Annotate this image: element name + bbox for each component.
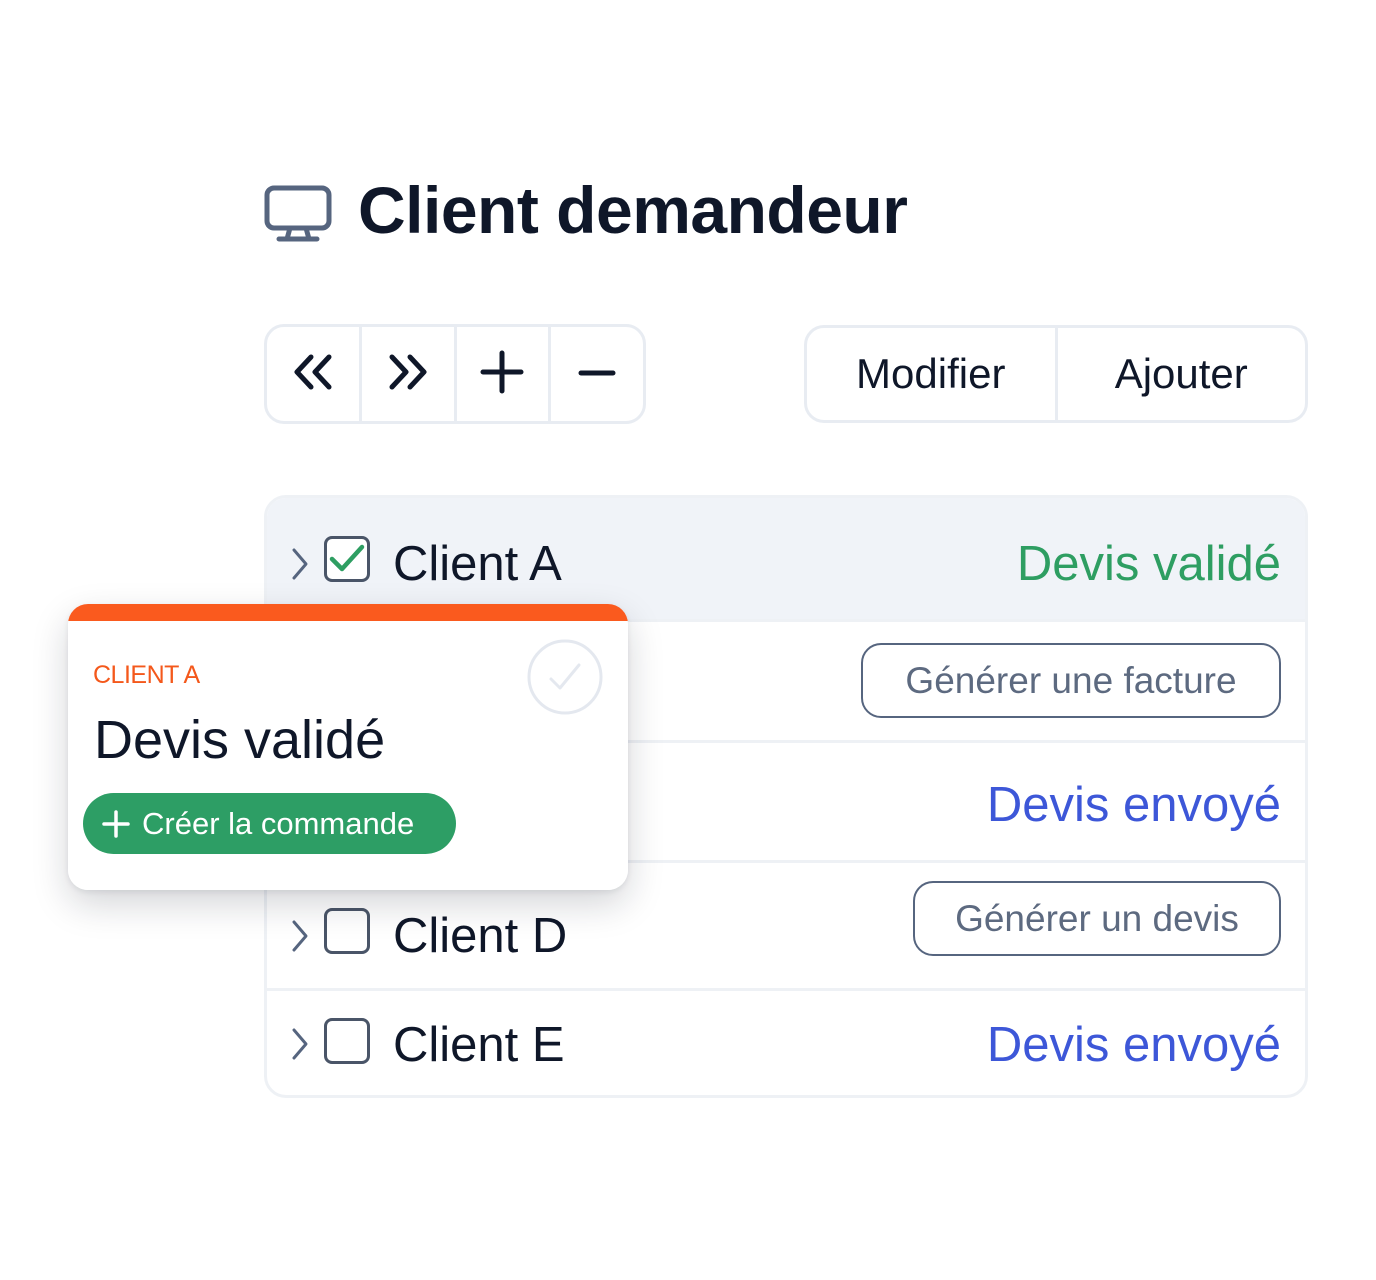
row-client-name: Client A bbox=[393, 537, 562, 591]
add-button[interactable]: Ajouter bbox=[1114, 350, 1248, 397]
collapse-button[interactable] bbox=[551, 327, 643, 421]
create-order-label: Créer la commande bbox=[142, 805, 415, 841]
create-order-button[interactable]: Créer la commande bbox=[83, 793, 456, 854]
chevron-right-icon[interactable] bbox=[289, 544, 311, 584]
table-row: Générer une facture bbox=[267, 622, 1305, 743]
status-popup-card: CLIENT A Devis validé Créer la commande bbox=[68, 604, 628, 890]
page-header: Client demandeur bbox=[264, 172, 908, 248]
row-client-name: Client E bbox=[393, 1018, 565, 1072]
action-button-group: Modifier Ajouter bbox=[804, 325, 1308, 423]
monitor-icon bbox=[264, 176, 332, 244]
client-table: Client A Devis validé Générer une factur… bbox=[264, 495, 1308, 1098]
card-client-label: CLIENT A bbox=[93, 661, 200, 689]
generate-invoice-button[interactable]: Générer une facture bbox=[861, 643, 1281, 718]
minus-icon bbox=[578, 365, 616, 383]
plus-icon bbox=[102, 809, 130, 838]
chevron-right-icon[interactable] bbox=[289, 1024, 311, 1064]
chevrons-right-icon bbox=[384, 352, 432, 397]
table-row-client-a[interactable]: Client A Devis validé bbox=[267, 498, 1305, 622]
row-checkbox[interactable] bbox=[324, 1018, 370, 1064]
check-icon bbox=[329, 544, 365, 572]
plus-icon bbox=[480, 350, 524, 399]
page-title: Client demandeur bbox=[358, 173, 908, 247]
row-checkbox-checked[interactable] bbox=[324, 536, 370, 582]
status-badge: Devis validé bbox=[1016, 537, 1281, 591]
table-row-client-d[interactable]: Client D Générer un devis bbox=[267, 863, 1305, 991]
chevrons-left-icon bbox=[289, 352, 337, 397]
expand-button[interactable] bbox=[457, 327, 552, 421]
row-client-name: Client D bbox=[393, 909, 568, 963]
chevron-right-icon[interactable] bbox=[289, 916, 311, 956]
card-status-title: Devis validé bbox=[94, 710, 386, 770]
table-row-client-e[interactable]: Client E Devis envoyé bbox=[267, 991, 1305, 1095]
card-accent-bar bbox=[68, 604, 628, 621]
modify-button[interactable]: Modifier bbox=[807, 328, 1058, 420]
next-button[interactable] bbox=[362, 327, 457, 421]
table-row: Devis envoyé bbox=[267, 743, 1305, 863]
navigation-button-group bbox=[264, 324, 646, 424]
status-badge: Devis envoyé bbox=[986, 1018, 1281, 1072]
row-checkbox[interactable] bbox=[324, 908, 370, 954]
status-badge: Devis envoyé bbox=[986, 778, 1281, 832]
previous-button[interactable] bbox=[267, 327, 362, 421]
check-circle-icon bbox=[527, 639, 603, 715]
generate-quote-button[interactable]: Générer un devis bbox=[913, 881, 1281, 956]
